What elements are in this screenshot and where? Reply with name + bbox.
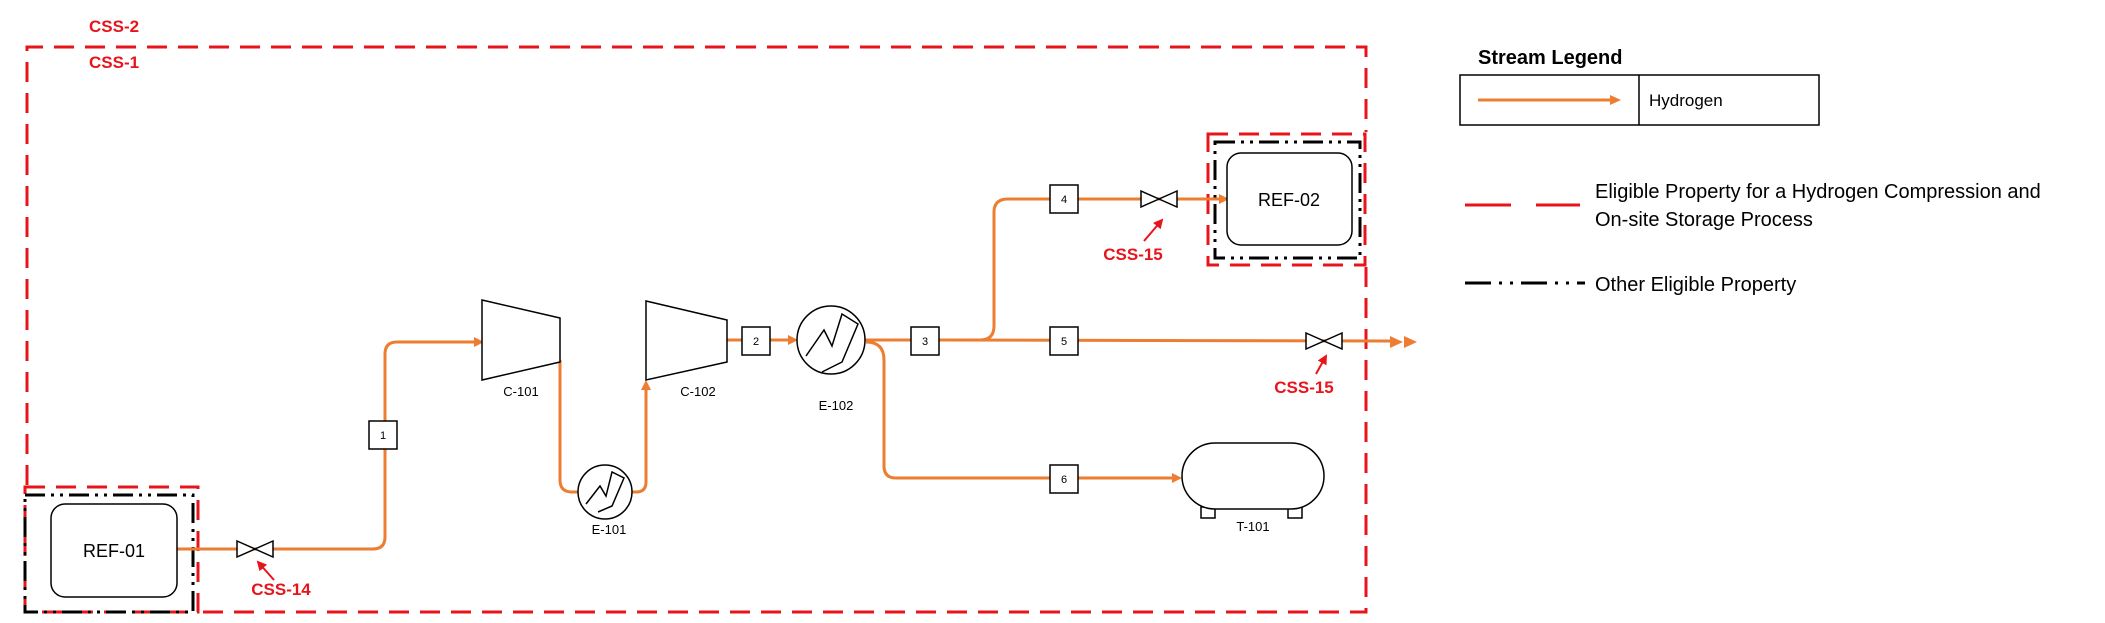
svg-text:4: 4 <box>1061 194 1067 206</box>
svg-text:3: 3 <box>922 336 928 348</box>
svg-text:6: 6 <box>1061 474 1067 486</box>
e-101-label: E-101 <box>592 522 627 537</box>
css-14-tag: CSS-14 <box>251 580 311 599</box>
css-15-top-pointer <box>1143 218 1164 242</box>
stream-number-6: 6 <box>1049 464 1079 494</box>
legend-eligible-line2: On-site Storage Process <box>1595 209 1813 231</box>
t-101-label: T-101 <box>1236 519 1269 534</box>
e-102-label: E-102 <box>819 398 854 413</box>
c-102-label: C-102 <box>680 384 715 399</box>
stream-e101-to-c102 <box>620 390 648 494</box>
valve-css-14 <box>236 539 274 559</box>
css-14-pointer <box>256 560 275 581</box>
stream-4 <box>979 197 1220 342</box>
stream-number-2: 2 <box>741 326 771 356</box>
stream-6 <box>865 340 1173 480</box>
legend-other-label: Other Eligible Property <box>1595 274 1796 296</box>
ref-02-other-boundary <box>1213 140 1362 260</box>
arrow-into-e102 <box>788 335 798 345</box>
css-1-boundary <box>25 45 1368 614</box>
valve-css-15-mid <box>1305 331 1343 351</box>
e-102-heat-exchanger <box>796 305 866 375</box>
ref-01-other-boundary <box>23 493 195 614</box>
e-101-heat-exchanger <box>577 464 633 520</box>
valve-css-15-top <box>1140 189 1178 209</box>
stream-number-5: 5 <box>1049 326 1079 356</box>
legend-eligible-line1: Eligible Property for a Hydrogen Compres… <box>1595 181 2041 203</box>
ref-01-box <box>50 503 178 598</box>
c-101-label: C-101 <box>503 384 538 399</box>
e-102-coil-icon <box>805 312 859 373</box>
stream-number-3: 3 <box>910 326 940 356</box>
svg-text:5: 5 <box>1061 336 1067 348</box>
legend-title: Stream Legend <box>1478 47 1622 69</box>
css-15-top-tag: CSS-15 <box>1103 245 1163 264</box>
arrow-into-c102 <box>641 380 651 390</box>
stream-number-1: 1 <box>368 420 398 450</box>
css-15-mid-pointer <box>1315 354 1327 375</box>
css-15-mid-tag: CSS-15 <box>1274 378 1334 397</box>
stream-c101-to-e101 <box>558 360 580 494</box>
css-2-label: CSS-2 <box>89 17 139 36</box>
arrow-into-ref02 <box>1219 194 1229 204</box>
c-101-compressor <box>481 299 561 381</box>
ref-02-box <box>1226 152 1353 246</box>
c-102-compressor <box>645 300 728 381</box>
ref-02-label: REF-02 <box>1258 190 1320 210</box>
stream-ref01-to-c101 <box>177 340 476 551</box>
legend-hydrogen-label: Hydrogen <box>1649 91 1723 110</box>
export-arrow-2 <box>1404 336 1417 348</box>
e-101-coil-icon <box>585 470 625 513</box>
svg-text:2: 2 <box>753 336 759 348</box>
legend-hydrogen-arrow <box>1610 95 1621 105</box>
stream-number-4: 4 <box>1049 184 1079 214</box>
svg-text:1: 1 <box>380 430 386 442</box>
arrow-into-c101 <box>474 337 484 347</box>
export-arrow-1 <box>1390 336 1403 348</box>
t-101-tank <box>1181 442 1325 510</box>
css-1-label: CSS-1 <box>89 53 139 72</box>
arrow-into-t101 <box>1172 473 1182 483</box>
ref-01-label: REF-01 <box>83 541 145 561</box>
